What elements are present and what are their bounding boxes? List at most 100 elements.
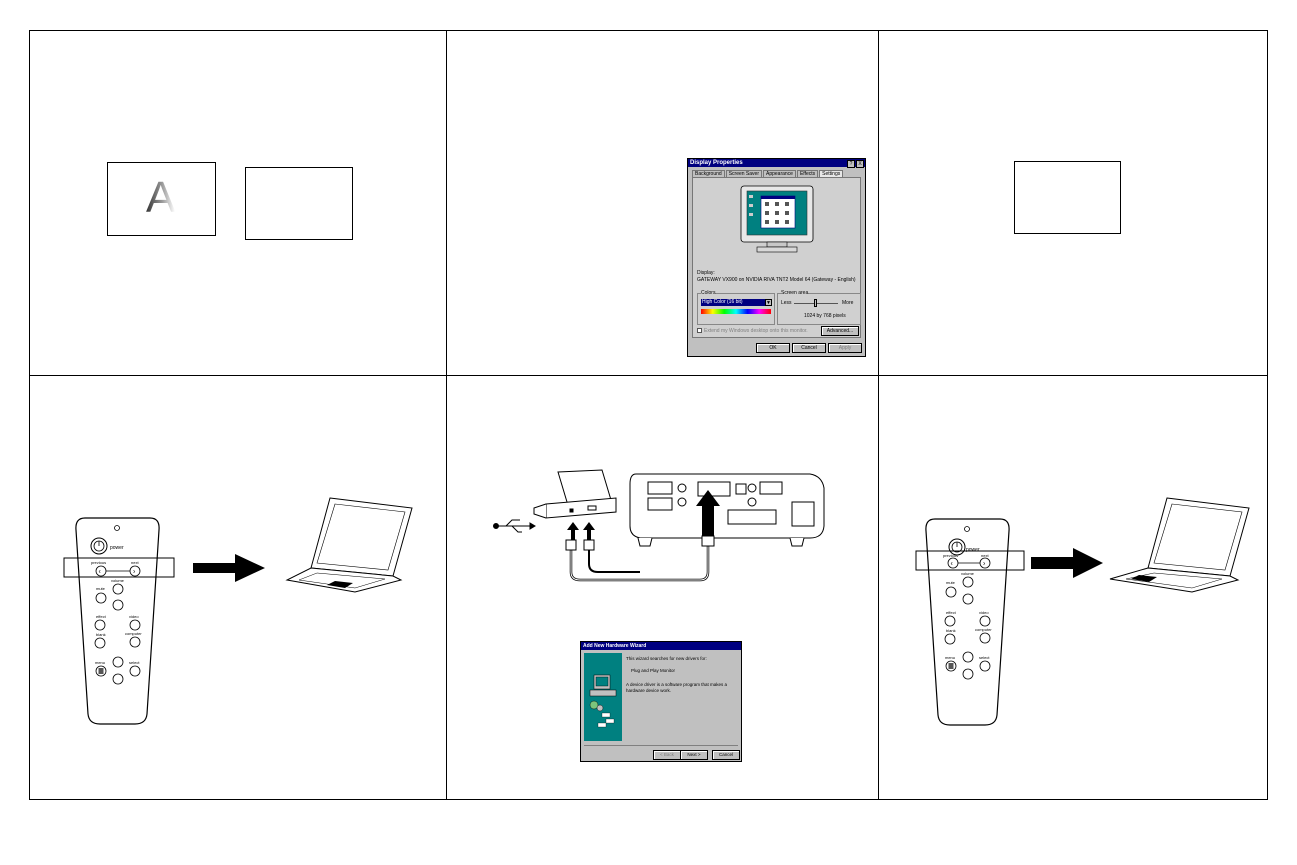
blank-image-box — [245, 167, 353, 240]
wizard-divider — [584, 745, 738, 746]
svg-text:menu: menu — [945, 655, 955, 660]
previous-button-icon — [95, 565, 107, 577]
svg-text:select: select — [979, 655, 990, 660]
up-arrow-icon — [112, 656, 124, 668]
extend-desktop-label: Extend my Windows desktop onto this moni… — [704, 328, 808, 334]
tab-background[interactable]: Background — [692, 170, 725, 178]
tab-settings[interactable]: Settings — [819, 170, 844, 178]
cancel-button[interactable]: Cancel — [792, 343, 826, 353]
svg-text:›: › — [133, 569, 136, 576]
svg-text:‹: ‹ — [951, 561, 954, 568]
down-arrow-icon — [962, 668, 974, 680]
colors-select[interactable]: High Color (16 bit) — [701, 299, 769, 306]
svg-text:blank: blank — [96, 632, 106, 637]
settings-panel: Display: GATEWAY VX900 on NVIDIA RIVA TN… — [692, 177, 861, 338]
svg-text:select: select — [129, 660, 140, 665]
screen-area-group: Screen area Less More 1024 by 768 pixels — [777, 290, 861, 325]
wizard-cancel-button[interactable]: Cancel — [712, 750, 740, 760]
blank-image-box-right — [1014, 161, 1121, 234]
letter-a-gradient-image: A — [107, 162, 216, 236]
wizard-line1: This wizard searches for new drivers for… — [626, 656, 707, 661]
monitor-icon — [740, 185, 814, 253]
down-arrow-icon — [112, 673, 124, 685]
arrow-right-icon — [1031, 548, 1103, 578]
column-divider-1 — [446, 31, 447, 799]
svg-text:mute: mute — [96, 586, 106, 591]
previous-next-highlight — [915, 550, 1025, 571]
close-button[interactable]: X — [856, 160, 864, 168]
colors-label: Colors — [701, 290, 716, 296]
row-divider — [30, 375, 1267, 376]
remote-label-next: next — [131, 560, 139, 565]
display-label: Display: — [697, 270, 715, 276]
tab-appearance[interactable]: Appearance — [762, 170, 796, 178]
computer-icon — [979, 632, 991, 644]
computer-icon — [129, 636, 141, 648]
display-value: GATEWAY VX900 on NVIDIA RIVA TNT2 Model … — [697, 277, 856, 283]
mute-icon — [945, 586, 957, 598]
projector-icon — [629, 473, 825, 547]
volume-down-icon — [112, 599, 124, 611]
remote-label-previous: previous — [91, 560, 106, 565]
dialog-titlebar: Display Properties — [688, 159, 865, 167]
usb-cable — [588, 548, 640, 573]
volume-up-icon — [112, 583, 124, 595]
wizard-side-image — [584, 653, 622, 741]
select-icon — [129, 665, 141, 677]
colors-group: Colors High Color (16 bit) ▼ — [697, 290, 775, 325]
svg-text:›: › — [983, 561, 986, 568]
effect-icon — [944, 615, 956, 627]
apply-button[interactable]: Apply — [828, 343, 862, 353]
svg-text:computer: computer — [125, 631, 142, 636]
wizard-titlebar: Add New Hardware Wizard — [581, 642, 741, 650]
less-label: Less — [781, 300, 792, 306]
next-button[interactable]: Next > — [680, 750, 708, 760]
arrow-up-icon — [696, 490, 720, 538]
svg-text:computer: computer — [975, 627, 992, 632]
laptop-icon — [285, 497, 413, 593]
svg-text:blank: blank — [946, 628, 956, 633]
resolution-text: 1024 by 768 pixels — [804, 313, 846, 319]
advanced-button[interactable]: Advanced... — [821, 326, 859, 336]
remote-to-laptop-illustration-right: power previous next ‹ › volume mute effe… — [915, 497, 1250, 726]
tab-screen-saver[interactable]: Screen Saver — [725, 170, 762, 178]
blank-icon — [94, 637, 106, 649]
more-label: More — [842, 300, 854, 306]
svg-text:volume: volume — [961, 571, 975, 576]
up-arrow-icon — [962, 651, 974, 663]
tab-effects[interactable]: Effects — [796, 170, 819, 178]
svg-text:next: next — [981, 553, 989, 558]
dialog-tabs: Background Screen Saver Appearance Effec… — [692, 170, 844, 178]
computer-setup-icon — [589, 674, 617, 728]
select-icon — [979, 660, 991, 672]
svg-text:menu: menu — [95, 660, 105, 665]
video-icon — [129, 619, 141, 631]
wizard-device: Plug and Play Monitor — [631, 668, 676, 673]
chevron-down-icon[interactable]: ▼ — [765, 299, 772, 306]
column-divider-2 — [878, 31, 879, 799]
remote-label-power: power — [110, 545, 124, 551]
color-spectrum-bar — [701, 309, 771, 314]
arrow-up-icon — [583, 522, 595, 548]
previous-button-icon — [947, 557, 959, 569]
screen-area-slider-thumb[interactable] — [814, 299, 817, 307]
laptop-side-icon — [533, 469, 617, 519]
svg-text:video: video — [129, 614, 139, 619]
svg-text:mute: mute — [946, 580, 956, 585]
back-button[interactable]: < Back — [653, 750, 681, 760]
effect-icon — [94, 619, 106, 631]
svg-text:video: video — [979, 610, 989, 615]
video-icon — [979, 615, 991, 627]
ok-button[interactable]: OK — [756, 343, 790, 353]
svg-text:effect: effect — [946, 610, 957, 615]
usb-vga-connection-illustration — [493, 469, 825, 582]
display-properties-dialog: Display Properties ? X Background Screen… — [687, 158, 866, 357]
svg-text:previous: previous — [943, 553, 958, 558]
svg-text:volume: volume — [111, 578, 125, 583]
mute-icon — [95, 592, 107, 604]
remote-to-laptop-illustration-left: power previous next ‹ › volume mute effe… — [63, 497, 413, 725]
help-button[interactable]: ? — [847, 160, 855, 168]
screen-area-label: Screen area — [781, 290, 809, 296]
extend-desktop-checkbox[interactable] — [697, 328, 702, 333]
svg-text:power: power — [966, 547, 980, 553]
